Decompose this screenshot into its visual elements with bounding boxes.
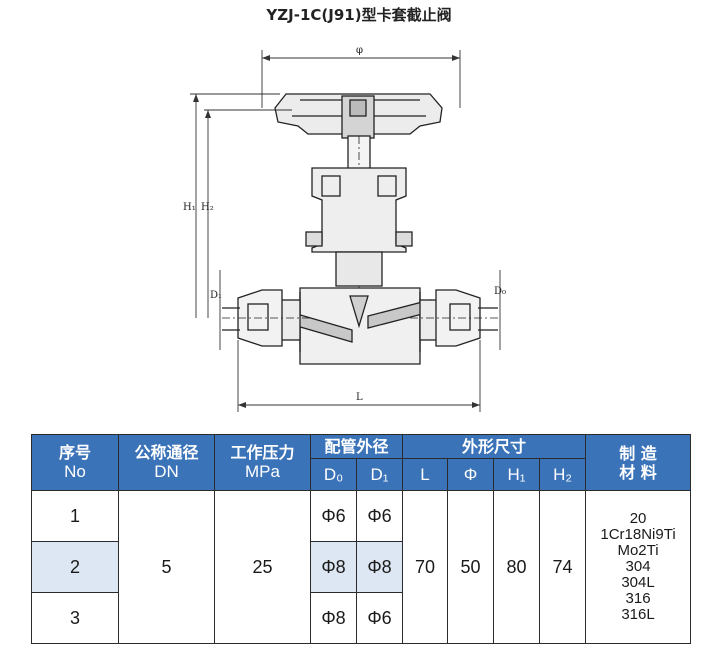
spec-table-wrap: 序号 No 公称通径 DN 工作压力 MPa 配管外径 外形尺寸 制 造 材 料… (31, 434, 692, 644)
material-item: 20 (629, 510, 647, 527)
table-row: 3 Φ8 Φ6 (31, 592, 691, 644)
header-no-cn: 序号 (58, 443, 91, 462)
header-no: 序号 No (31, 434, 119, 491)
page-title: YZJ-1C(J91)型卡套截止阀 (266, 6, 452, 24)
spec-table: 序号 No 公称通径 DN 工作压力 MPa 配管外径 外形尺寸 制 造 材 料… (31, 434, 692, 644)
material-item: 1Cr18Ni9Ti (600, 526, 676, 543)
row-no: 3 (31, 592, 119, 644)
subheader-d1: D₁ (355, 458, 404, 491)
header-dn-en: DN (154, 462, 179, 481)
header-mpa: 工作压力 MPa (214, 434, 311, 491)
h2-dim-label: H₂ (201, 202, 214, 213)
header-no-en: No (64, 462, 86, 481)
d0-value: Φ8 (310, 592, 357, 644)
d0-value: Φ6 (310, 490, 357, 542)
header-mpa-en: MPa (245, 462, 280, 481)
material-item: 316 (625, 590, 651, 607)
l-dim-label: L (356, 392, 363, 403)
d1-dim-label: D₁ (210, 290, 222, 301)
material-item: 304L (621, 574, 655, 591)
mpa-value: 25 (214, 490, 311, 644)
table-row: 2 Φ8 Φ8 (31, 541, 691, 593)
d0-value: Φ8 (310, 541, 357, 593)
header-dn: 公称通径 DN (118, 434, 215, 491)
subheader-h2: H₂ (539, 458, 587, 491)
h1-value: 80 (493, 490, 541, 644)
header-pipe: 配管外径 (309, 434, 404, 459)
row-no: 2 (31, 541, 119, 593)
header-dims: 外形尺寸 (402, 434, 587, 459)
material-item: Mo2Ti (617, 542, 659, 559)
d1-value: Φ8 (355, 541, 404, 593)
dn-value: 5 (118, 490, 215, 644)
d1-value: Φ6 (355, 592, 404, 644)
subheader-h1: H₁ (493, 458, 541, 491)
l-value: 70 (402, 490, 449, 644)
header-material: 制 造 材 料 (585, 434, 692, 491)
d0-dim-label: D₀ (494, 286, 506, 297)
h1-dim-label: H₁ (183, 202, 196, 213)
subheader-phi: Φ (447, 458, 495, 491)
d1-value: Φ6 (355, 490, 404, 542)
header-material-line2: 材 料 (619, 462, 657, 482)
material-item: 316L (621, 606, 655, 623)
material-item: 304 (625, 558, 651, 575)
material-list: 20 1Cr18Ni9Ti Mo2Ti 304 304L 316 316L (585, 490, 692, 644)
header-material-line1: 制 造 (619, 443, 657, 463)
h2-value: 74 (539, 490, 587, 644)
subheader-d0: D₀ (310, 458, 357, 491)
table-row: 1 5 25 Φ6 Φ6 70 50 80 74 20 1Cr18Ni9Ti M… (31, 490, 692, 644)
row-no: 1 (31, 490, 119, 542)
header-dn-cn: 公称通径 (134, 443, 199, 462)
header-mpa-cn: 工作压力 (230, 443, 295, 462)
valve-drawing: φ H₁ H₂ D₁ D₀ L (183, 45, 506, 412)
phi-value: 50 (447, 490, 495, 644)
subheader-l: L (402, 458, 449, 491)
phi-dim-label: φ (356, 45, 363, 56)
